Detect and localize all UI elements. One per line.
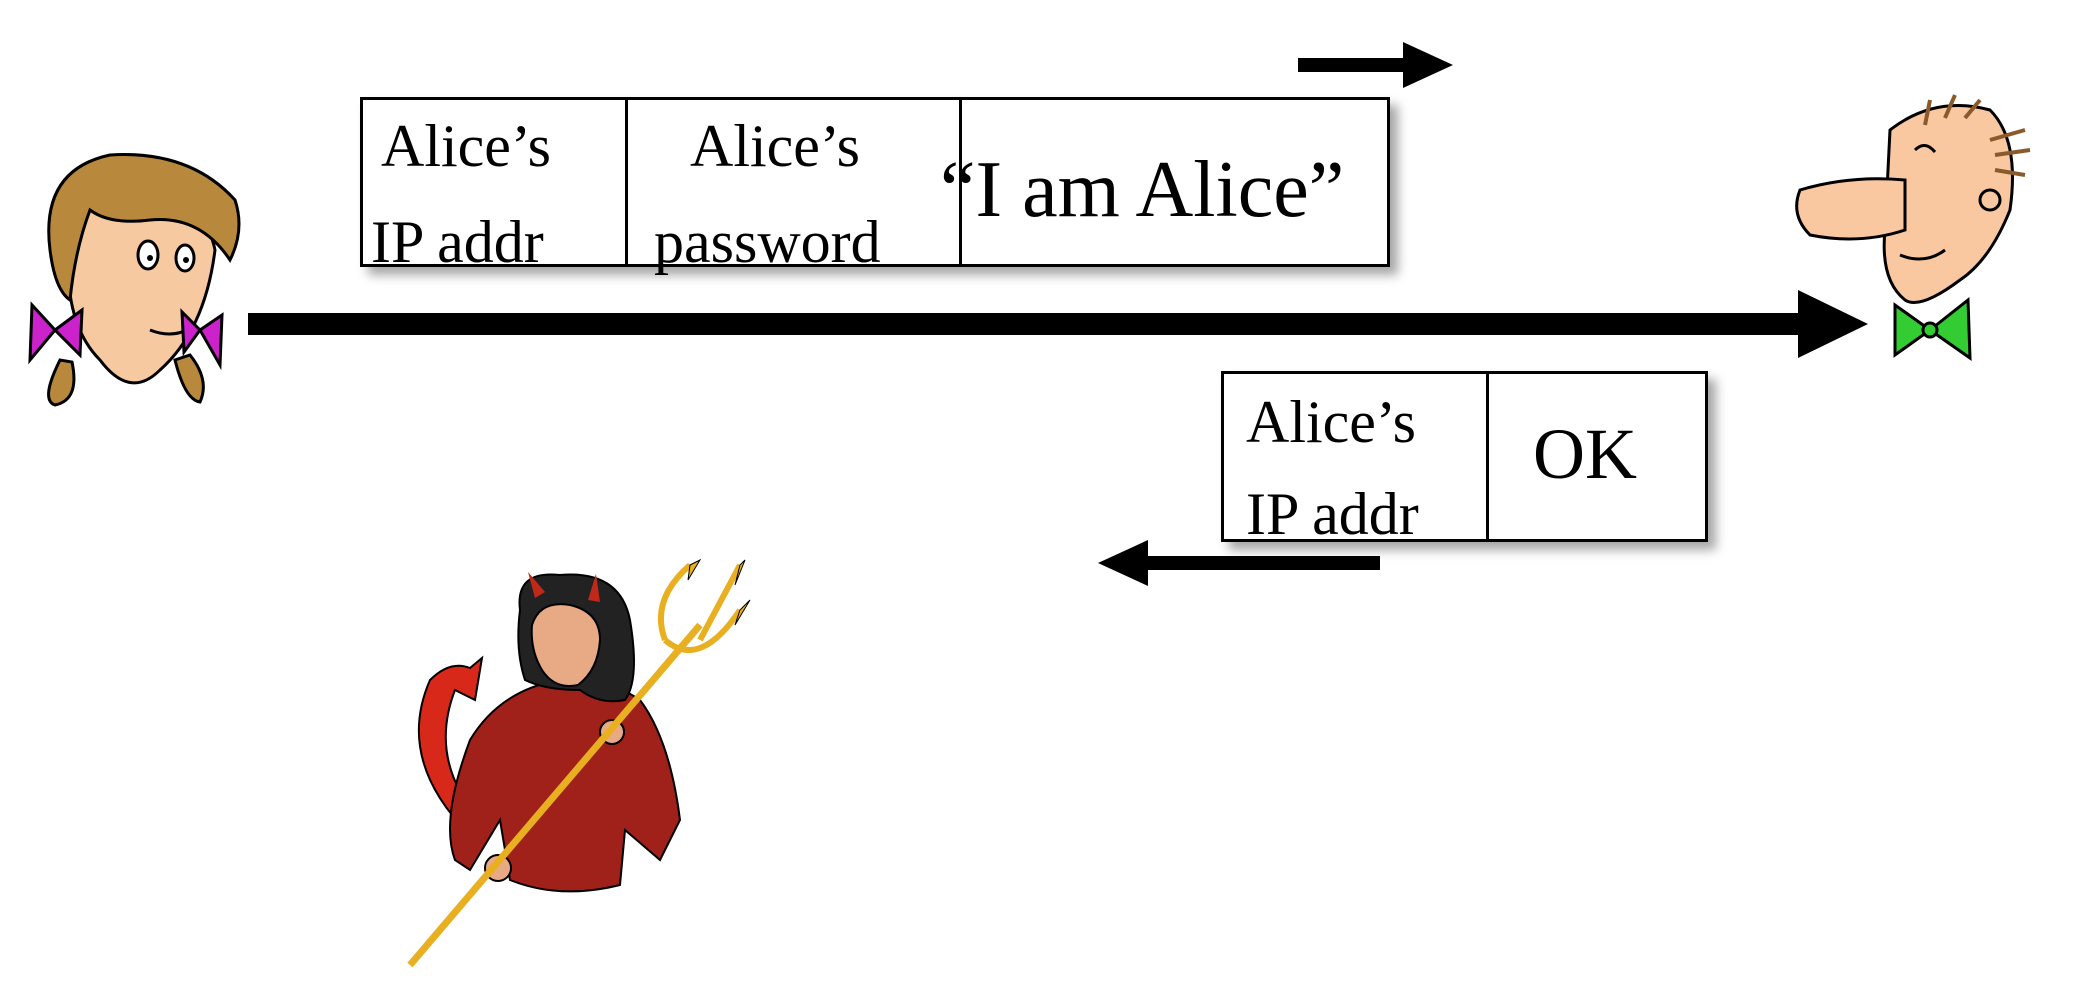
reply-to-alice: Alice’s IP addr OK — [1221, 371, 1708, 544]
outgoing-direction-arrow — [1298, 42, 1453, 88]
field-line: Alice’s — [1246, 389, 1416, 455]
field-line: Alice’s — [690, 113, 860, 179]
field-line: Alice’s — [381, 113, 551, 179]
field-line: password — [654, 209, 881, 275]
field-line: IP addr — [371, 209, 544, 275]
source-ip-field: Alice’s IP addr — [363, 100, 628, 272]
trudy-figure — [407, 558, 751, 968]
field-line: “I am Alice” — [940, 146, 1345, 234]
message-to-bob: Alice’s IP addr Alice’s password “I am A… — [360, 97, 1390, 272]
field-line: IP addr — [1246, 481, 1419, 547]
alice-to-bob-arrow — [248, 290, 1868, 358]
ok-field: OK — [1489, 374, 1705, 539]
dest-ip-field: Alice’s IP addr — [1224, 374, 1489, 544]
field-line: OK — [1533, 414, 1637, 494]
alice-figure — [28, 153, 241, 407]
password-field: Alice’s password — [628, 100, 962, 272]
bob-figure — [1795, 94, 2031, 361]
claim-field: “I am Alice” — [940, 100, 1387, 264]
